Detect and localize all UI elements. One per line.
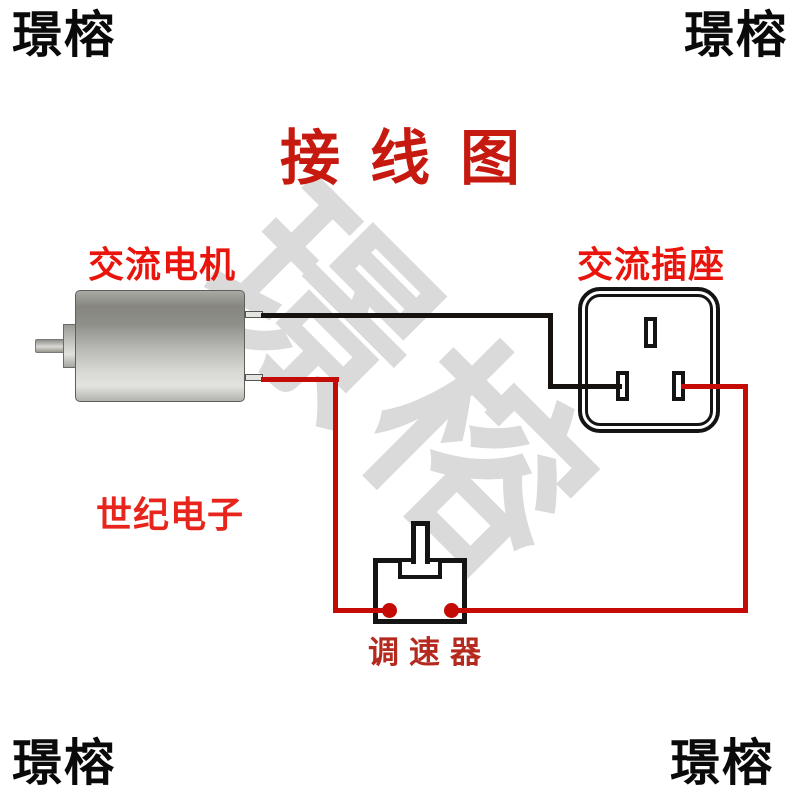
red-wire-controller-horizontal	[448, 608, 748, 613]
watermark-bottom-right: 璟榕	[670, 735, 774, 791]
socket-label: 交流插座	[577, 244, 726, 285]
ac-socket	[578, 287, 720, 433]
brand-label: 世纪电子	[96, 494, 245, 535]
watermark-top-left: 璟榕	[12, 7, 116, 63]
red-wire-to-controller	[333, 608, 393, 613]
watermark-bottom-left: 璟榕	[12, 735, 116, 791]
red-wire-motor-vertical	[333, 377, 338, 613]
ac-motor-body	[75, 290, 245, 402]
red-wire-socket-vertical	[743, 386, 748, 613]
socket-inner-face	[585, 294, 713, 426]
black-wire-vertical	[548, 313, 553, 389]
watermark-top-right: 璟榕	[684, 7, 788, 63]
motor-label: 交流电机	[88, 244, 237, 285]
controller-terminal-right	[444, 603, 459, 618]
motor-shaft	[35, 339, 65, 353]
red-wire-to-socket	[681, 384, 748, 389]
black-wire-horizontal-1	[261, 313, 553, 318]
controller-label: 调速器	[368, 635, 491, 671]
page-title: 接线图	[280, 124, 550, 194]
red-wire-motor-horizontal	[261, 377, 339, 382]
controller-terminal-left	[382, 603, 397, 618]
socket-slot-top	[644, 317, 657, 348]
speed-controller-lever	[411, 521, 430, 564]
black-wire-horizontal-2	[548, 384, 622, 389]
